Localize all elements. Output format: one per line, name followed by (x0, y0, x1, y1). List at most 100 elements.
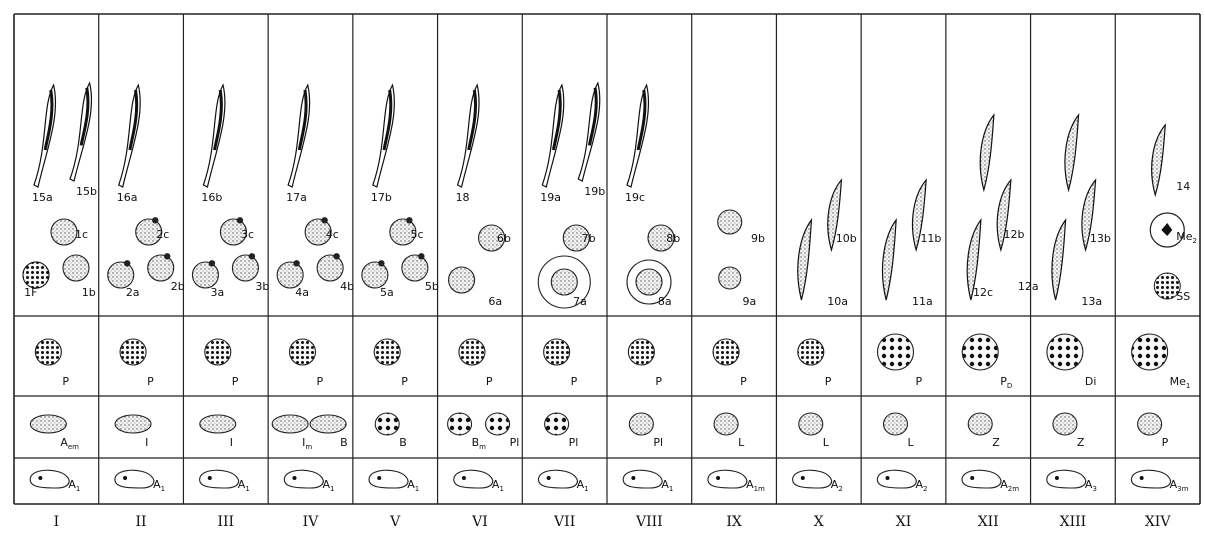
nucleus-label: P (147, 375, 154, 388)
nucleus-profile (799, 413, 823, 435)
stage-numeral: V (389, 514, 401, 530)
spermatocyte-cell (232, 255, 258, 281)
nucleus-chromatin (628, 339, 654, 365)
acrosome-dot (208, 476, 212, 480)
nucleus-chromatin (962, 334, 998, 370)
acrosome-granule (321, 217, 327, 223)
acrosome-outline (877, 470, 916, 488)
nucleus-chromatin (544, 339, 570, 365)
acrosome-granule (293, 260, 299, 266)
stage-label: 1c (75, 228, 88, 241)
nucleus-chromatin (1132, 334, 1168, 370)
acrosome-granule (406, 217, 412, 223)
nucleus-profile (272, 415, 308, 433)
acrosome-label: A1 (407, 478, 419, 493)
acrosome-outline (284, 470, 323, 488)
acrosome-outline (454, 470, 493, 488)
nucleus-chromatin (374, 339, 400, 365)
nucleus-chromatin (798, 339, 824, 365)
acrosome-label: A1 (323, 478, 335, 493)
stage-numeral: III (217, 514, 234, 530)
elongated-spermatid (1052, 220, 1066, 300)
spermatocyte-cell (148, 255, 174, 281)
nucleus-label: P (486, 375, 493, 388)
spermatocyte-cell (108, 262, 134, 288)
stage-numeral: IX (726, 514, 742, 530)
acrosome-dot (293, 476, 297, 480)
acrosome-granule (124, 260, 130, 266)
nucleus-label: PD (1000, 375, 1012, 390)
stage-label: 11a (912, 295, 933, 308)
acrosome-dot (1055, 476, 1059, 480)
elongated-spermatid (1065, 115, 1079, 190)
nucleus-profile (486, 413, 510, 435)
stage-numeral: XII (978, 514, 999, 530)
stage-label: 13a (1081, 295, 1102, 308)
nucleus-profile-label: Pl (653, 436, 663, 449)
nucleus-profile (714, 413, 738, 435)
spermatocyte-cell (402, 255, 428, 281)
spermatid-label: 17a (286, 191, 307, 204)
nucleus-profile (200, 415, 236, 433)
acrosome-dot (716, 476, 720, 480)
nucleus-profile-label: Z (992, 436, 1000, 449)
stage-label: 3b (255, 280, 269, 293)
acrosome-outline (538, 470, 577, 488)
nucleus-label: P (740, 375, 747, 388)
spermatid-label: 15b (76, 185, 97, 198)
nucleus-label: P (232, 375, 239, 388)
nucleus-chromatin (713, 339, 739, 365)
stage-label: 12c (973, 286, 993, 299)
elongated-spermatid (1152, 125, 1166, 195)
spermatocyte-cell (551, 269, 577, 295)
nucleus-profile (1053, 413, 1077, 435)
acrosome-dot (462, 476, 466, 480)
stage-label: 2a (126, 286, 140, 299)
acrosome-granule (249, 253, 255, 259)
acrosome-outline (623, 470, 662, 488)
nucleus-profile-label: B (340, 436, 348, 449)
acrosome-label: A1 (238, 478, 250, 493)
nucleus-profile (1138, 413, 1162, 435)
stage-label: 10b (836, 232, 857, 245)
acrosome-granule (333, 253, 339, 259)
stage-label: 7b (582, 232, 596, 245)
spermatid-label: 15a (32, 191, 53, 204)
stage-label: 5a (380, 286, 394, 299)
stage-label: Me2 (1176, 230, 1197, 245)
spermatocyte-cell (51, 219, 77, 245)
acrosome-dot (123, 476, 127, 480)
acrosome-dot (886, 476, 890, 480)
acrosome-label: A1 (661, 478, 673, 493)
spermatocyte-cell (192, 262, 218, 288)
acrosome-outline (962, 470, 1001, 488)
nucleus-chromatin (290, 339, 316, 365)
stage-label: 8a (658, 295, 672, 308)
acrosome-dot (377, 476, 381, 480)
stage-label: 13b (1090, 232, 1111, 245)
elongated-spermatid (980, 115, 994, 190)
stage-label: 11b (920, 232, 941, 245)
acrosome-label: A1 (492, 478, 504, 493)
nucleus-label: P (655, 375, 662, 388)
nucleus-profile-label: Z (1077, 436, 1085, 449)
round-spermatid (718, 210, 742, 234)
stage-label: 12a (1018, 280, 1039, 293)
nucleus-profile (968, 413, 992, 435)
stage-numeral: XI (896, 514, 912, 530)
nucleus-profile-label: L (823, 436, 830, 449)
stage-label: 2b (171, 280, 185, 293)
nucleus-profile-label: P (1162, 436, 1169, 449)
nucleus-chromatin (459, 339, 485, 365)
nucleus-profile-label: L (908, 436, 915, 449)
nucleus-profile (115, 415, 151, 433)
acrosome-granule (378, 260, 384, 266)
stage-numeral: XIII (1060, 514, 1087, 530)
acrosome-label: A1 (68, 478, 80, 493)
nucleus-label: Di (1085, 375, 1097, 388)
nucleus-profile-label: Pl (569, 436, 579, 449)
acrosome-label: A1 (153, 478, 165, 493)
stage-numeral: VIII (635, 514, 663, 530)
spermatocyte-cell (449, 267, 475, 293)
